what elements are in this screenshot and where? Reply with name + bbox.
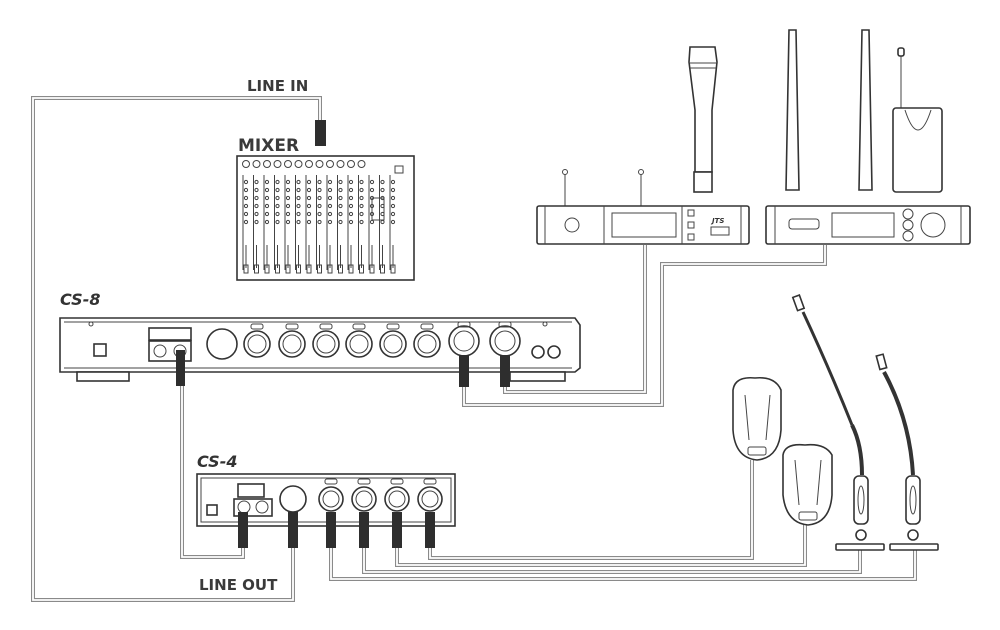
xlr-input-icon <box>379 323 407 358</box>
mixer-channel-strip <box>357 160 366 274</box>
display-icon <box>611 212 677 238</box>
antenna-left <box>785 29 800 191</box>
mixer-channel-strip <box>263 160 271 274</box>
cable-line-in <box>31 96 322 602</box>
cs4-unit <box>196 473 456 548</box>
mixer-channel-strip <box>294 160 303 274</box>
xlr-input-icon <box>351 478 377 512</box>
xlr-male-icon <box>206 328 238 360</box>
rca-l-icon <box>547 345 561 359</box>
receiver-plug-1 <box>459 355 469 387</box>
label-line-out: LINE OUT <box>199 576 278 594</box>
xlr-input-icon <box>278 323 306 358</box>
display-icon <box>831 212 895 238</box>
mixer-channel-strip <box>284 160 292 274</box>
mixer-channel-strip <box>326 160 334 274</box>
mixer-channel-strip <box>252 160 261 274</box>
mic-plug-3 <box>392 512 402 548</box>
cables <box>31 96 917 602</box>
line-in-plug <box>315 120 326 146</box>
svg-text:JTS: JTS <box>710 217 724 225</box>
xlr-input-icon <box>243 323 271 358</box>
link-plug <box>176 350 185 386</box>
mic-plug-4 <box>425 512 435 548</box>
dc-jack-icon <box>206 504 218 516</box>
dc-jack-icon <box>93 343 107 357</box>
mic-plug-1 <box>326 512 336 548</box>
mic-plug-2 <box>359 512 369 548</box>
line-out-plug <box>288 512 298 548</box>
cable-mics <box>329 460 917 581</box>
handheld-mic <box>688 46 718 193</box>
boundary-mic-2 <box>782 443 833 526</box>
xlr-input-icon <box>318 478 344 512</box>
mixer-channel-strip <box>273 160 282 274</box>
cs8-unit <box>59 317 581 387</box>
antenna-right <box>858 29 873 191</box>
bodypack-transmitter <box>892 47 943 193</box>
label-line-in: LINE IN <box>247 77 308 95</box>
boundary-mic-1 <box>732 376 782 461</box>
mixer-channel-strip <box>242 160 250 274</box>
gooseneck-mic-1 <box>791 294 885 551</box>
rca-r-icon <box>531 345 545 359</box>
mixer <box>236 155 415 281</box>
volume-knob-icon <box>564 217 580 233</box>
xlr-input-icon <box>345 323 373 358</box>
gooseneck-mic-2 <box>875 353 939 551</box>
mixer-channel-strip <box>336 160 345 274</box>
cable-receivers <box>462 245 827 407</box>
mixer-channel-strip <box>368 175 375 274</box>
label-cs4: CS-4 <box>197 452 237 471</box>
mixer-channel-strip <box>389 175 396 274</box>
xlr-input-icon <box>312 323 340 358</box>
label-mixer: MIXER <box>238 136 299 156</box>
receiver-plug-2 <box>500 355 510 387</box>
terminal-block-icon <box>148 327 192 341</box>
link-plug <box>238 512 248 548</box>
xlr-male-icon <box>279 485 307 513</box>
receiver-handheld: JTS <box>536 169 750 245</box>
mixer-channel-strip <box>315 160 324 274</box>
receiver-bodypack <box>765 29 971 245</box>
volume-knob-icon <box>920 212 946 238</box>
label-cs8: CS-8 <box>60 290 100 309</box>
xlr-input-icon <box>384 478 410 512</box>
xlr-input-icon <box>417 478 443 512</box>
xlr-input-icon <box>413 323 441 358</box>
rj45-ports-icon <box>233 498 273 517</box>
mixer-channel-strip <box>347 160 355 274</box>
mixer-channel-strip <box>305 160 313 274</box>
terminal-block-icon <box>237 483 265 498</box>
